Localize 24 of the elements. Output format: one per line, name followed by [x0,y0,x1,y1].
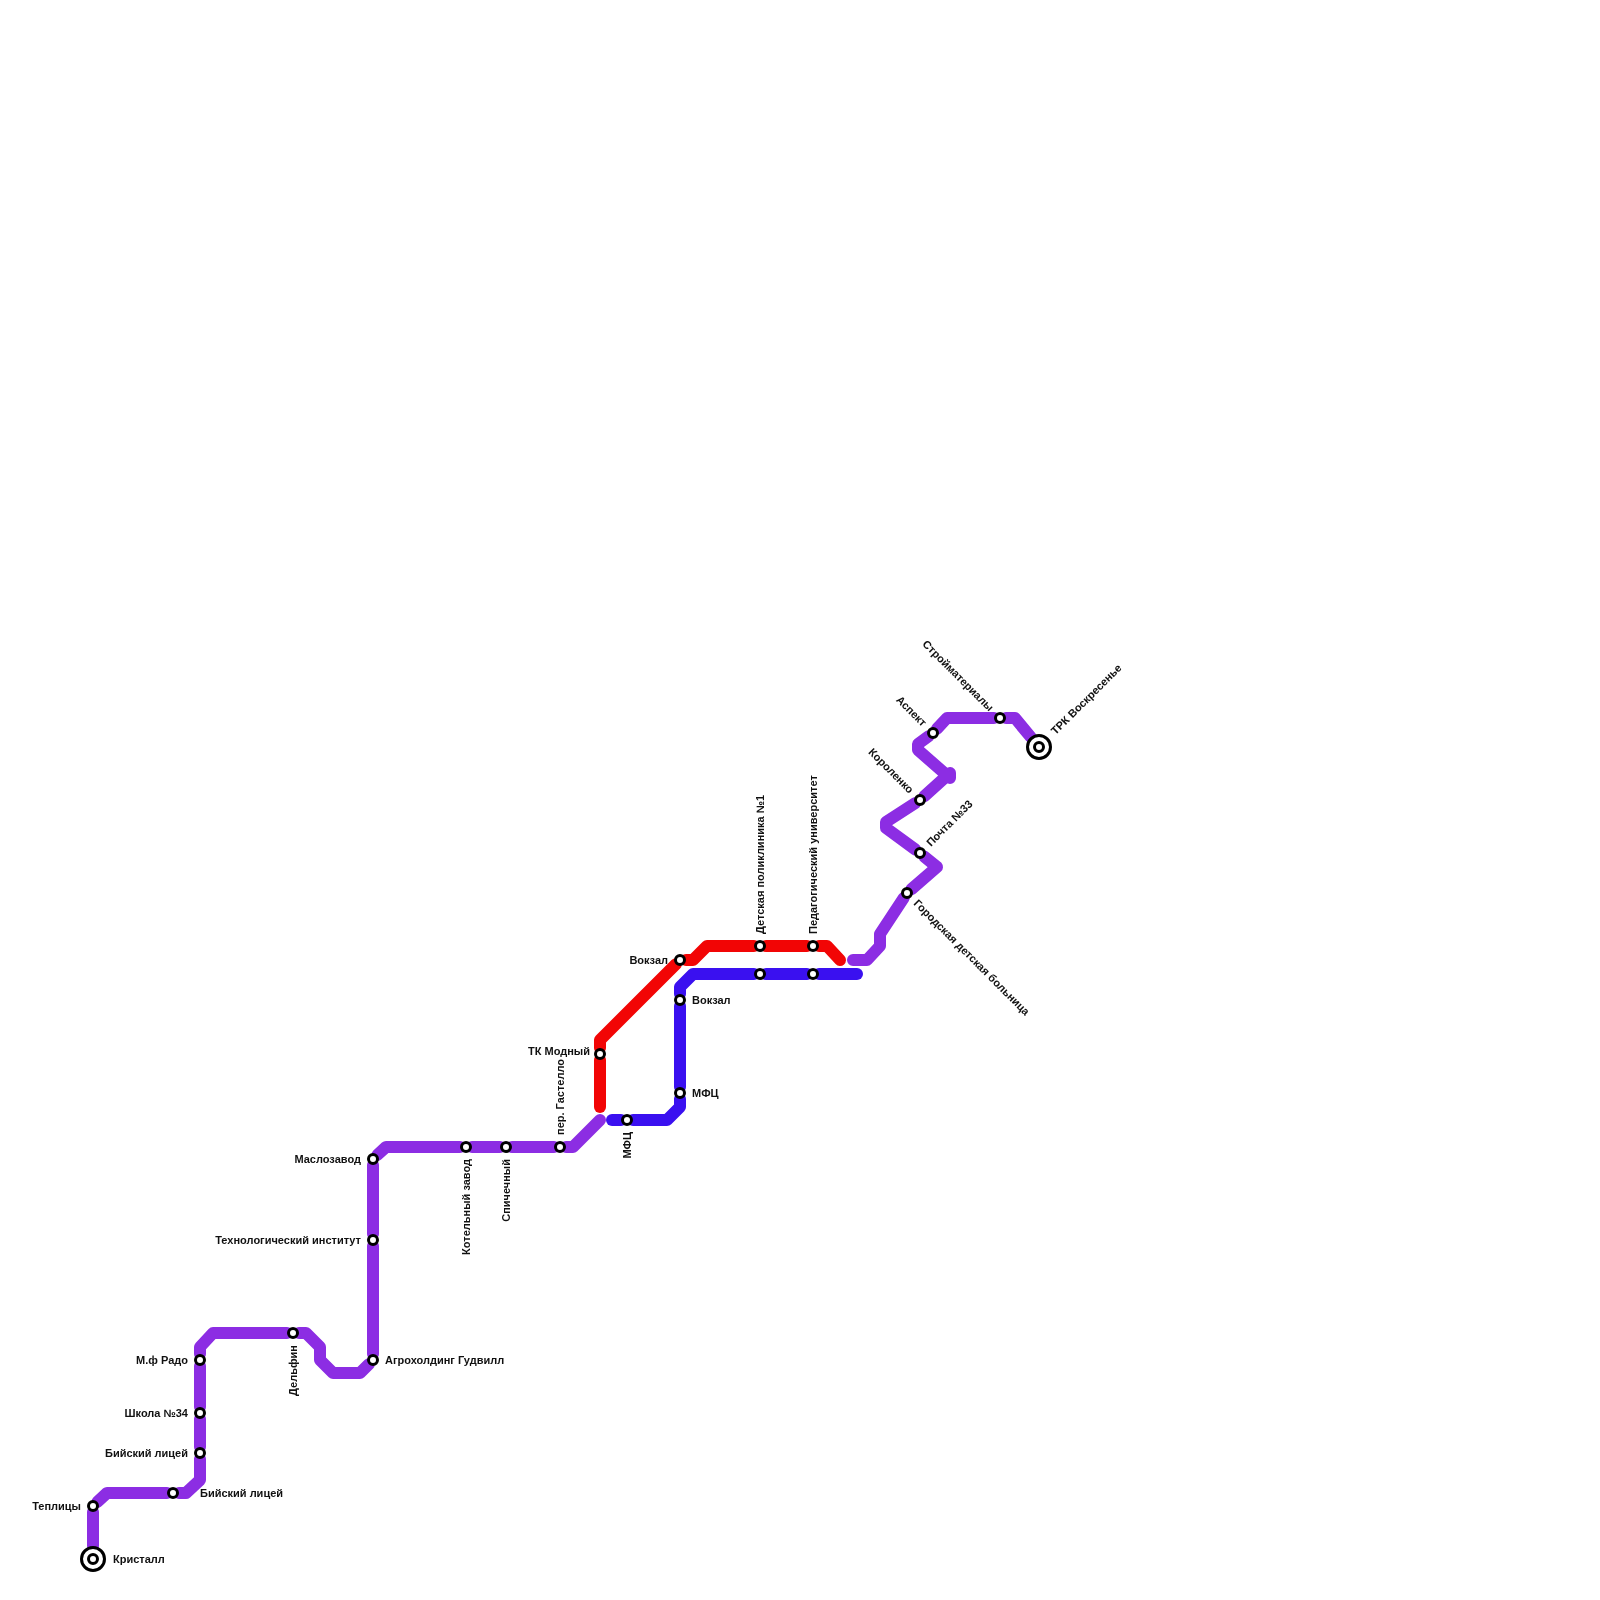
station-label: МФЦ [692,1086,719,1100]
route-line [905,850,943,896]
station-label: Бийский лицей [200,1486,284,1500]
station-label: МФЦ [620,1132,634,1159]
station-label: Вокзал [629,953,668,967]
station-label: М.ф Радо [136,1353,188,1367]
station-label: Котельный завод [459,1159,473,1255]
station-label: Бийский лицей [104,1446,188,1460]
route-line [912,730,956,802]
station-label: Дельфин [286,1345,300,1396]
route-line [880,797,922,856]
station-label: пер. Гастелло [553,1059,567,1135]
station-label: Вокзал [692,993,731,1007]
station-label: Педагогический университет [806,775,820,934]
station-label: Теплицы [32,1499,81,1513]
station-label: Технологический институт [215,1233,361,1247]
station-label: Школа №34 [124,1406,188,1420]
route-line [847,892,910,966]
station-label: Кристалл [113,1552,165,1566]
station-label: Агрохолдинг Гудвилл [385,1353,505,1367]
station-label: ТК Модный [528,1045,590,1058]
station-label: Спичечный [499,1159,513,1222]
station-label: Маслозавод [294,1152,361,1166]
station-label: Детская поликлиника №1 [753,794,767,934]
